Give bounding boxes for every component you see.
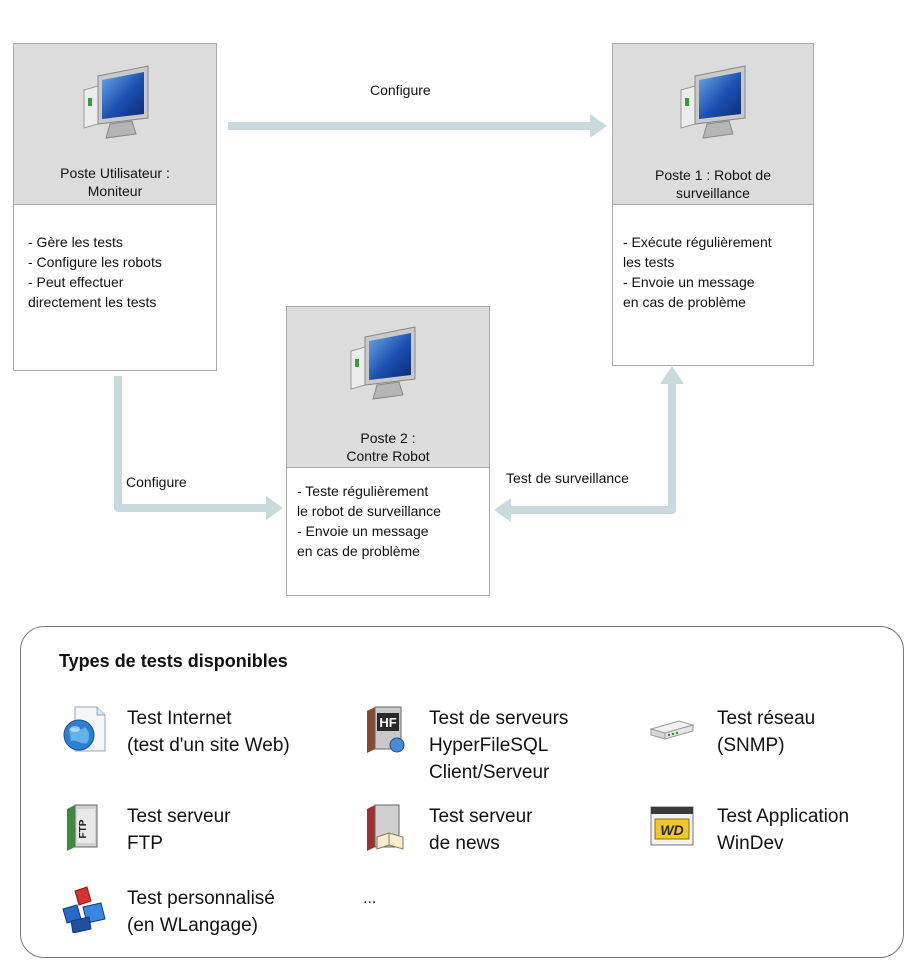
node-poste-2-contre-robot: Poste 2 : Contre Robot - Teste régulière…: [286, 306, 490, 596]
description-line: en cas de problème: [623, 294, 746, 310]
node-title-line: Poste 1 : Robot de: [655, 167, 771, 183]
edge-label-configure-top: Configure: [370, 82, 431, 98]
node-title-line: Contre Robot: [346, 448, 430, 464]
description-line: le robot de surveillance: [297, 503, 441, 519]
arrowhead-top: [590, 114, 607, 138]
arrowhead-surveillance-up: [660, 366, 684, 384]
legend-item-label: Test Application WinDev: [717, 803, 849, 857]
news-server-icon: [367, 804, 404, 851]
node-title: Poste 2 : Contre Robot: [291, 429, 485, 465]
edge-label-configure-left: Configure: [126, 474, 187, 490]
network-device-icon: [649, 720, 695, 740]
description-line: - Peut effectuer: [28, 274, 124, 290]
description-line: - Envoie un message: [623, 274, 755, 290]
node-header: Poste Utilisateur : Moniteur: [14, 44, 216, 205]
description-line: en cas de problème: [297, 543, 420, 559]
legend-item-line: Test Application: [717, 806, 850, 827]
node-title-line: Moniteur: [87, 183, 143, 199]
globe-document-icon: [63, 706, 106, 752]
legend-item-label: ...: [363, 890, 377, 907]
legend-item-label: Test serveur FTP: [127, 803, 230, 857]
custom-blocks-icon: [62, 886, 106, 933]
legend-item-line: Test personnalisé: [127, 888, 275, 909]
description-line: - Envoie un message: [297, 523, 429, 539]
hf-server-icon: HF: [367, 706, 405, 753]
node-title: Poste Utilisateur : Moniteur: [18, 164, 212, 200]
node-title: Poste 1 : Robot de surveillance: [617, 166, 809, 202]
legend-item-line: FTP: [127, 833, 163, 854]
legend-title: Types de tests disponibles: [59, 651, 288, 671]
computer-icon: [83, 65, 149, 139]
legend-item-line: (SNMP): [717, 735, 785, 756]
description-line: directement les tests: [28, 294, 157, 310]
legend-item-label: Test serveur de news: [429, 803, 532, 857]
legend-item-line: (test d'un site Web): [127, 735, 290, 756]
legend-item-line: WinDev: [717, 833, 784, 854]
description-line: les tests: [623, 254, 675, 270]
node-header: Poste 2 : Contre Robot: [287, 307, 489, 468]
arrow-configure-left: [114, 376, 268, 512]
node-title-line: Poste Utilisateur :: [60, 165, 170, 181]
legend-panel: Types de tests disponibles Test Internet…: [20, 626, 904, 958]
legend-item-label: Test personnalisé (en WLangage): [127, 885, 275, 939]
legend-item-line: HyperFileSQL: [429, 735, 549, 756]
legend-item-line: Test de serveurs: [429, 708, 569, 729]
node-poste-utilisateur: Poste Utilisateur : Moniteur - Gère les …: [13, 43, 217, 371]
windev-icon: WD: [650, 806, 694, 846]
arrowhead-left: [266, 496, 283, 520]
legend-item-line: Test réseau: [717, 708, 816, 729]
legend-item-line: (en WLangage): [127, 915, 258, 936]
arrow-surveillance: [508, 382, 676, 514]
description-line: - Configure les robots: [28, 254, 162, 270]
ftp-server-icon: FTP: [67, 804, 98, 851]
node-poste-1-robot: Poste 1 : Robot de surveillance - Exécut…: [612, 43, 814, 366]
node-header: Poste 1 : Robot de surveillance: [613, 44, 813, 205]
description-line: - Exécute régulièrement: [623, 234, 772, 250]
node-description: - Exécute régulièrement les tests - Envo…: [623, 232, 807, 312]
legend-item-line: Test Internet: [127, 708, 232, 729]
edge-label-test-surveillance: Test de surveillance: [506, 470, 629, 486]
legend-item-line: Test serveur: [127, 806, 231, 827]
node-description: - Teste régulièrement le robot de survei…: [297, 481, 483, 561]
node-title-line: Poste 2 :: [360, 430, 416, 446]
svg-text:HF: HF: [379, 715, 396, 730]
legend-item-line: de news: [429, 833, 500, 854]
description-line: - Gère les tests: [28, 234, 123, 250]
legend-item-line: Test serveur: [429, 806, 533, 827]
computer-icon: [350, 326, 416, 400]
node-description: - Gère les tests - Configure les robots …: [28, 232, 210, 312]
legend-item-label: Test Internet (test d'un site Web): [127, 705, 290, 759]
node-title-line: surveillance: [676, 185, 750, 201]
svg-text:WD: WD: [660, 822, 683, 838]
legend-item-label: Test réseau (SNMP): [717, 705, 815, 759]
svg-text:FTP: FTP: [78, 819, 89, 838]
legend-item-label: Test de serveurs HyperFileSQL Client/Ser…: [429, 705, 568, 786]
legend-item-line: Client/Serveur: [429, 762, 550, 783]
description-line: - Teste régulièrement: [297, 483, 429, 499]
computer-icon: [680, 65, 746, 139]
arrowhead-surveillance-left: [494, 498, 511, 522]
